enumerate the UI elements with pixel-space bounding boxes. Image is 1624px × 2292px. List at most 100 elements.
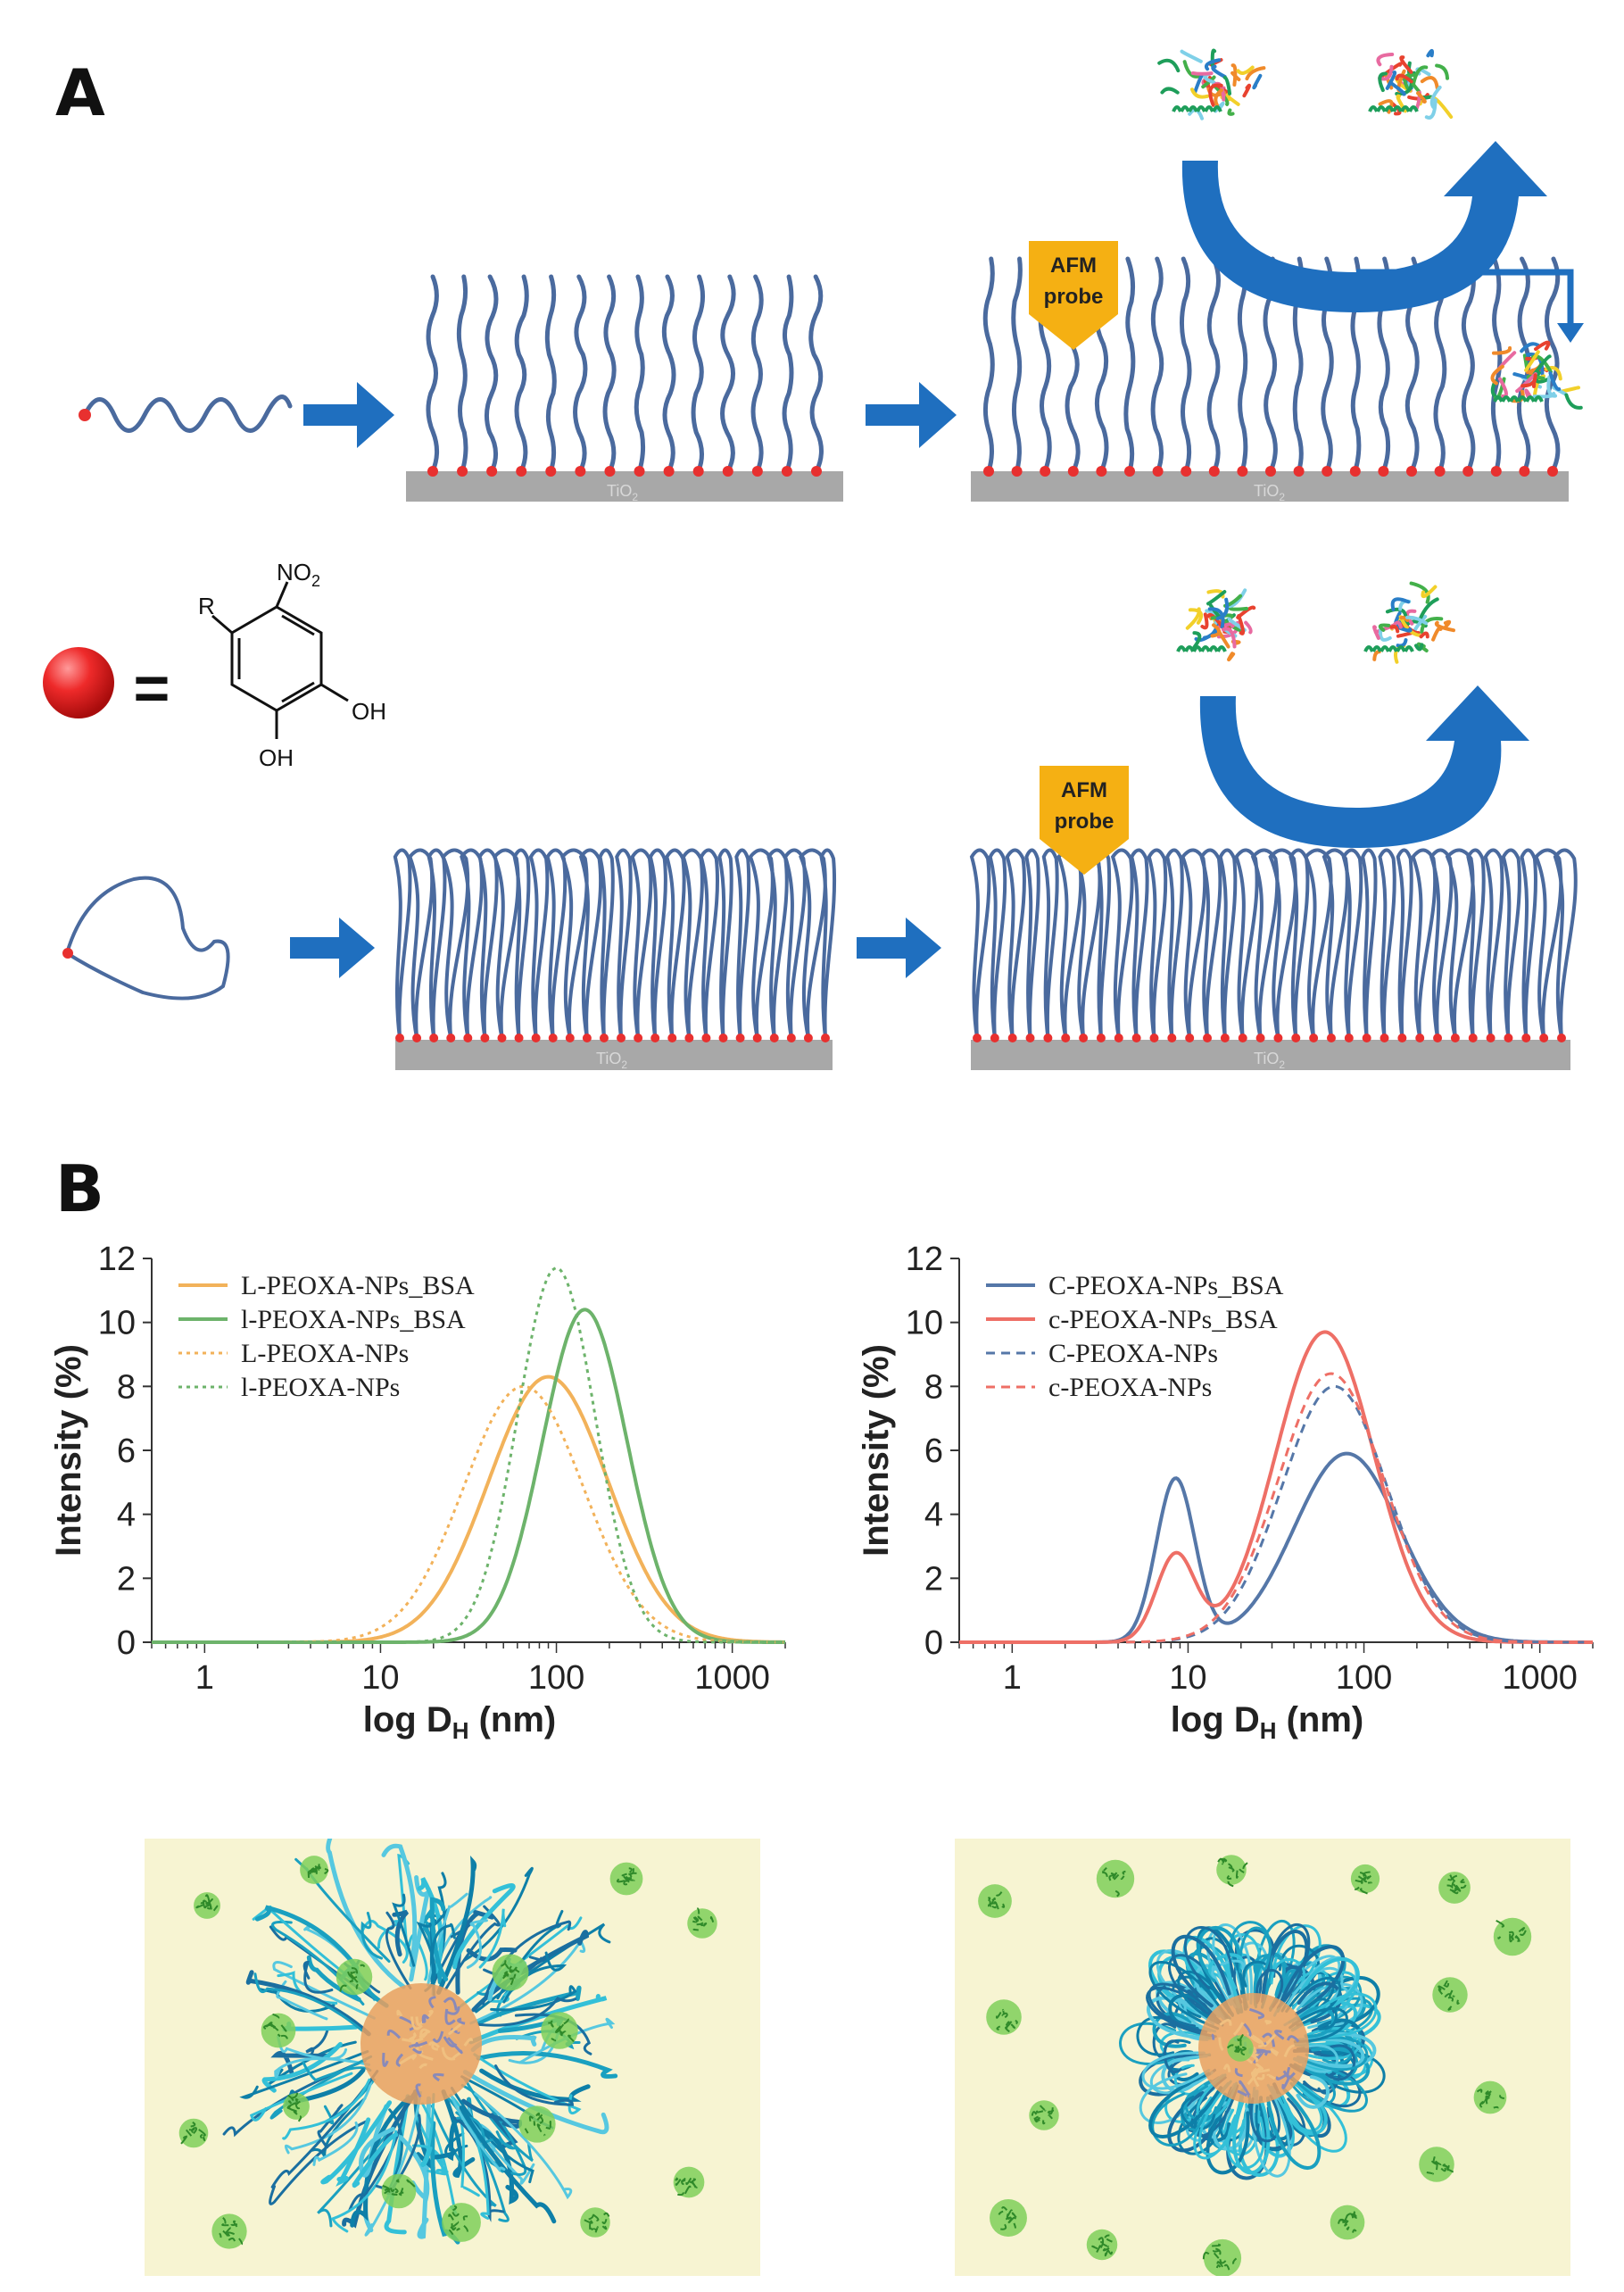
- bsa-protein-icon: [194, 1892, 220, 1919]
- polymer-chain: [782, 274, 794, 474]
- polymer-loop: [393, 848, 412, 1039]
- core-strand: [428, 2041, 441, 2048]
- polymer-loop: [1218, 848, 1238, 1039]
- r-group-label: R: [198, 593, 215, 619]
- anchor-dot: [1490, 466, 1502, 477]
- anchor-dot: [1181, 466, 1192, 477]
- arrow-right-icon: [857, 918, 941, 978]
- polymer-strand: [254, 1905, 360, 1971]
- polymer-chain: [634, 274, 646, 474]
- legend-label: L-PEOXA-NPs: [241, 1339, 409, 1368]
- x-axis-label: log DH (nm): [1171, 1700, 1364, 1744]
- core-strand: [410, 2016, 423, 2030]
- polymer-strand: [1193, 2081, 1244, 2160]
- series-line-2: [959, 1330, 1593, 1644]
- polymer-loop: [560, 848, 589, 1039]
- polymer-strand: [272, 1961, 376, 2020]
- curved-arrow-icon: [1199, 685, 1529, 848]
- anchor-dot: [701, 1034, 711, 1042]
- bsa-protein-icon: [1419, 2147, 1454, 2182]
- anchor-dot: [1220, 1034, 1230, 1042]
- polymer-strand: [1325, 2044, 1356, 2081]
- core-strand: [448, 2022, 462, 2035]
- x-tick-label: 10: [361, 1659, 399, 1697]
- bsa-protein-icon: [178, 2118, 209, 2148]
- polymer-loop: [665, 848, 686, 1039]
- anchor-dot: [973, 1034, 982, 1042]
- anchor-dot: [531, 1034, 541, 1042]
- core-strand: [386, 2030, 402, 2039]
- anchor-dot: [412, 1034, 422, 1042]
- polymer-strand: [270, 2050, 331, 2075]
- polymer-loop: [1322, 848, 1349, 1039]
- polymer-strand: [261, 2041, 343, 2093]
- curved-arrow-icon: [1181, 141, 1547, 312]
- polymer-strand: [417, 2096, 432, 2239]
- hydroxyl-label-2: OH: [259, 744, 294, 771]
- polymer-chain: [573, 274, 588, 474]
- x-tick-label: 10: [1169, 1659, 1206, 1697]
- polymer-loop: [969, 848, 991, 1039]
- polymer-loop: [681, 848, 704, 1039]
- series-line-3: [959, 1384, 1593, 1644]
- protein-icon: [1368, 48, 1454, 120]
- y-tick-label: 8: [117, 1368, 136, 1406]
- bsa-protein-icon: [300, 1856, 329, 1884]
- polymer-strand: [259, 1988, 336, 2013]
- y-tick-label: 6: [924, 1432, 943, 1470]
- y-tick-label: 4: [924, 1497, 943, 1534]
- bsa-protein-icon: [1029, 2100, 1059, 2130]
- anchor-dot: [1061, 1034, 1071, 1042]
- series-line-4: [152, 1266, 785, 1644]
- anchor-dot: [663, 466, 675, 477]
- polymer-loop: [528, 848, 550, 1039]
- x-axis-label: log DH (nm): [363, 1700, 557, 1744]
- anchor-dot: [803, 1034, 813, 1042]
- anchor-dot: [1521, 1034, 1531, 1042]
- anchor-dot: [1539, 1034, 1549, 1042]
- polymer-strand: [1206, 2105, 1250, 2175]
- polymer-loop: [1024, 848, 1040, 1039]
- protein-icon: [1363, 581, 1455, 664]
- nitrocatechol-structure: [211, 581, 349, 739]
- anchor-dot: [1291, 1034, 1301, 1042]
- polymer-strand: [1171, 1934, 1231, 2008]
- anchor-dot: [1462, 466, 1474, 477]
- anchor-dot: [781, 466, 792, 477]
- anchor-dot: [599, 1034, 609, 1042]
- polymer-loop: [1005, 848, 1026, 1039]
- cyclic-polymer-chain: [62, 876, 230, 1001]
- bsa-protein-icon: [1330, 2205, 1365, 2240]
- anchor-dot: [1293, 466, 1305, 477]
- anchor-dot: [575, 466, 586, 477]
- polymer-strand: [477, 1997, 577, 2027]
- anchor-dot: [718, 1034, 728, 1042]
- polymer-strand: [348, 2107, 406, 2212]
- core-strand: [395, 2053, 404, 2067]
- core-strand: [428, 1996, 436, 2009]
- polymer-loop: [1501, 848, 1521, 1039]
- afm-probe: AFM probe: [1029, 241, 1118, 350]
- polymer-strand: [1285, 1976, 1342, 2027]
- polymer-loop: [1268, 848, 1297, 1039]
- anchor-dot: [1504, 1034, 1513, 1042]
- series-line-1: [152, 1374, 785, 1644]
- core-strand: [1286, 2066, 1296, 2080]
- polymer-strand: [330, 2130, 398, 2233]
- core-strand: [415, 2016, 422, 2027]
- legend-label: C-PEOXA-NPs: [1048, 1339, 1218, 1368]
- x-tick-label: 100: [528, 1659, 584, 1697]
- anchor-dot: [1043, 1034, 1053, 1042]
- polymer-strand: [1152, 2012, 1192, 2048]
- polymer-strand: [1297, 1981, 1343, 2024]
- polymer-strand: [364, 2090, 422, 2237]
- anchor-dot: [692, 466, 704, 477]
- polymer-strand: [466, 1919, 488, 1969]
- afm-probe: AFM probe: [1040, 766, 1129, 875]
- polymer-strand: [1148, 1961, 1229, 2030]
- anchor-dot: [1238, 1034, 1247, 1042]
- anchor-dot: [751, 466, 763, 477]
- protein-icon: [1157, 48, 1266, 120]
- anchor-dot: [786, 1034, 796, 1042]
- core-strand: [1274, 2030, 1285, 2040]
